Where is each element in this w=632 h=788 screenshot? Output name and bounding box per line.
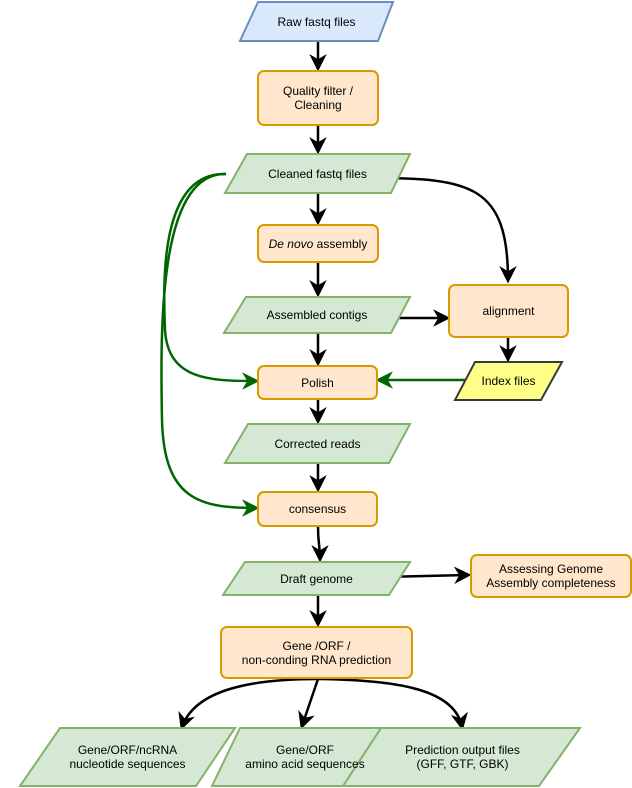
de-novo-label: De novo assembly: [258, 225, 378, 262]
draft-genome-label: Draft genome: [223, 562, 410, 595]
draft-genome-text: Draft genome: [280, 571, 353, 586]
polish-node[interactable]: [257, 365, 378, 400]
consensus-node[interactable]: [257, 491, 378, 527]
nucleotide-seqs-line1: Gene/ORF/ncRNA: [77, 743, 178, 757]
assembled-contigs-label: Assembled contigs: [224, 297, 410, 333]
draft-genome-node[interactable]: [221, 561, 412, 596]
gene-prediction-line1: Gene /ORF /: [282, 638, 351, 653]
corrected-reads-label: Corrected reads: [225, 424, 410, 463]
prediction-output-line2: (GFF, GTF, GBK): [416, 757, 509, 771]
corrected-reads-text: Corrected reads: [274, 436, 361, 451]
de-novo-rest-text: assembly: [313, 236, 368, 251]
amino-acid-seqs-label: Gene/ORF amino acid sequences: [215, 728, 395, 786]
nucleotide-seqs-line2: nucleotide sequences: [69, 757, 186, 771]
amino-acid-seqs-line1: Gene/ORF: [275, 743, 335, 757]
quality-filter-label: Quality filter / Cleaning: [258, 71, 378, 125]
alignment-node[interactable]: [448, 284, 569, 338]
alignment-text: alignment: [482, 304, 535, 318]
assembled-contigs-text: Assembled contigs: [266, 308, 368, 322]
raw-fastq-text: Raw fastq files: [277, 14, 356, 29]
quality-filter-node[interactable]: [257, 70, 379, 126]
gene-prediction-node[interactable]: [220, 626, 413, 679]
assessing-node[interactable]: [470, 554, 632, 598]
gene-prediction-line2: non-conding RNA prediction: [241, 652, 392, 667]
assessing-label: Assessing Genome Assembly completeness: [471, 555, 631, 597]
de-novo-node[interactable]: [257, 224, 379, 263]
edge-gene-to-prediction: [317, 677, 468, 731]
de-novo-italic-text: De novo: [268, 236, 314, 251]
amino-acid-seqs-line2: amino acid sequences: [245, 757, 365, 771]
edge-gene-to-aminoacid: [298, 678, 320, 730]
gene-prediction-label: Gene /ORF / non-conding RNA prediction: [221, 627, 412, 678]
index-files-label: Index files: [455, 362, 562, 400]
prediction-output-label: Prediction output files (GFF, GTF, GBK): [360, 728, 565, 786]
consensus-label: consensus: [258, 492, 377, 526]
polish-label: Polish: [258, 366, 377, 399]
prediction-output-node[interactable]: [341, 727, 582, 787]
assessing-line1: Assessing Genome: [498, 562, 604, 576]
assessing-line2: Assembly completeness: [486, 576, 616, 590]
edge-cleaned-to-polish[interactable]: [162, 172, 260, 390]
nodes: [18, 1, 632, 787]
corrected-reads-node[interactable]: [223, 423, 412, 464]
edge-cleaned-to-consensus[interactable]: [160, 172, 260, 517]
raw-fastq-node[interactable]: [238, 1, 395, 42]
nucleotide-seqs-node[interactable]: [18, 727, 237, 787]
edge-consensus-to-draft: [311, 525, 329, 563]
quality-filter-line1: Quality filter /: [282, 84, 354, 98]
quality-filter-line2: Cleaning: [294, 98, 342, 112]
raw-fastq-label: Raw fastq files: [240, 2, 393, 41]
cleaned-fastq-text: Cleaned fastq files: [268, 166, 367, 181]
nucleotide-seqs-label: Gene/ORF/ncRNA nucleotide sequences: [30, 728, 225, 786]
cleaned-fastq-node[interactable]: [223, 153, 412, 194]
edge-gene-to-nucleotide: [178, 677, 319, 731]
prediction-output-line1: Prediction output files: [405, 743, 520, 757]
consensus-text: consensus: [288, 502, 347, 516]
edge-cleaned-to-alignment: [371, 176, 517, 284]
alignment-label: alignment: [449, 285, 568, 337]
index-files-text: Index files: [481, 374, 536, 388]
assembled-contigs-node[interactable]: [222, 296, 412, 334]
polish-text: Polish: [301, 375, 334, 390]
cleaned-fastq-label: Cleaned fastq files: [225, 154, 410, 193]
index-files-node[interactable]: [453, 361, 564, 401]
